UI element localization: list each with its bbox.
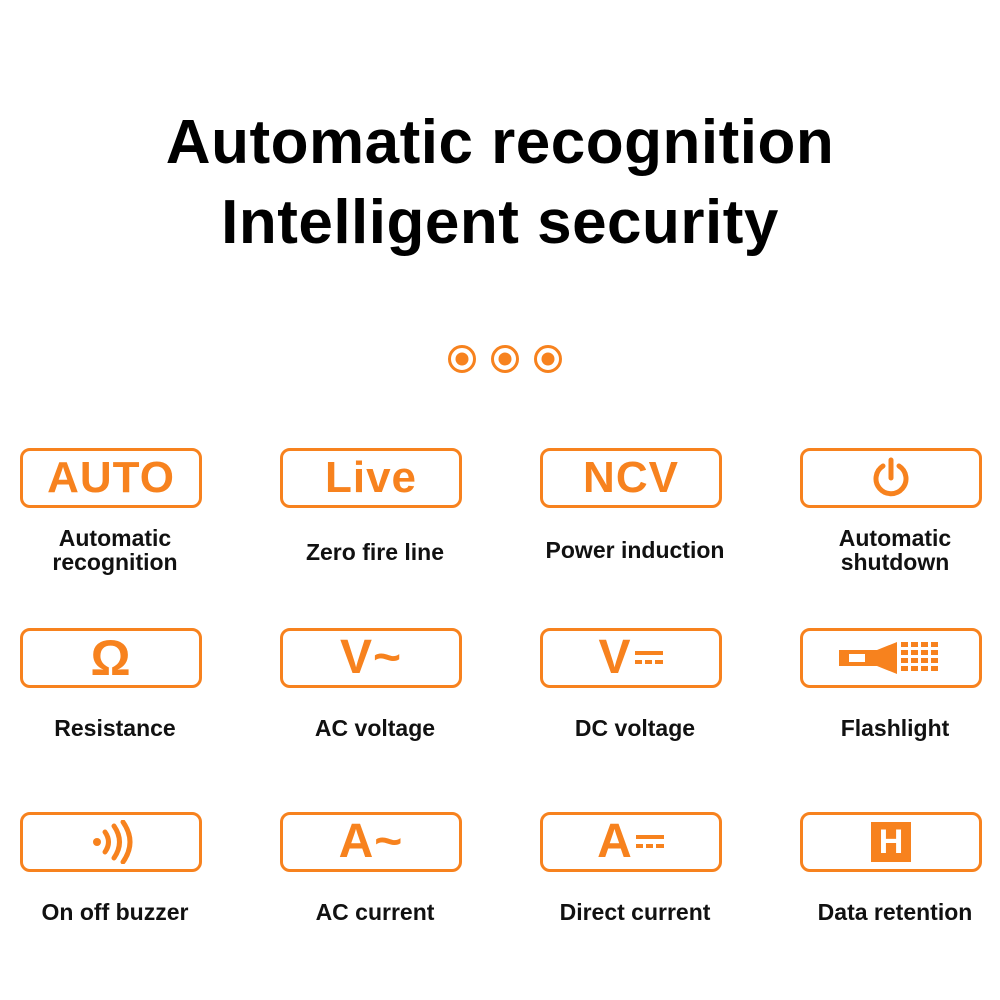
ac-voltage-icon: V~ xyxy=(280,628,462,688)
auto-text-icon: AUTO xyxy=(20,448,202,508)
feature-dc-voltage: V DC voltage xyxy=(520,628,750,788)
feature-data-retention: H Data retention xyxy=(780,812,1000,972)
hold-icon: H xyxy=(800,812,982,872)
feature-label-flashlight: Flashlight xyxy=(840,715,950,741)
feature-label-live: Zero fire line xyxy=(305,539,445,565)
circle-dot-icon xyxy=(534,345,562,373)
feature-label-shutdown: Automatic shutdown xyxy=(838,525,952,575)
feature-flashlight: Flashlight xyxy=(780,628,1000,788)
flashlight-icon xyxy=(800,628,982,688)
headline-line-1: Automatic recognition xyxy=(165,108,835,177)
feature-live: Live Zero fire line xyxy=(260,448,490,608)
live-text-icon: Live xyxy=(280,448,462,508)
dc-symbol-icon xyxy=(635,835,664,848)
ac-current-icon: A~ xyxy=(280,812,462,872)
circle-dot-icon xyxy=(448,345,476,373)
feature-label-data-retention: Data retention xyxy=(817,899,973,925)
power-icon xyxy=(800,448,982,508)
ncv-text-icon: NCV xyxy=(540,448,722,508)
feature-shutdown: Automatic shutdown xyxy=(780,448,1000,608)
dc-symbol-icon xyxy=(634,651,663,664)
feature-label-ac-voltage: AC voltage xyxy=(314,715,436,741)
feature-label-buzzer: On off buzzer xyxy=(41,899,189,925)
feature-resistance: Ω Resistance xyxy=(0,628,230,788)
dc-voltage-icon: V xyxy=(540,628,722,688)
feature-ac-voltage: V~ AC voltage xyxy=(260,628,490,788)
feature-buzzer: On off buzzer xyxy=(0,812,230,972)
buzzer-icon xyxy=(20,812,202,872)
feature-label-ncv: Power induction xyxy=(545,537,725,563)
decorative-dots xyxy=(447,344,567,376)
feature-dc-current: A Direct current xyxy=(520,812,750,972)
feature-label-auto: Automatic recognition xyxy=(52,525,178,575)
feature-ac-current: A~ AC current xyxy=(260,812,490,972)
dc-current-icon: A xyxy=(540,812,722,872)
feature-label-dc-current: Direct current xyxy=(559,899,711,925)
omega-icon: Ω xyxy=(20,628,202,688)
circle-dot-icon xyxy=(491,345,519,373)
headline-line-2: Intelligent security xyxy=(221,188,779,257)
feature-label-dc-voltage: DC voltage xyxy=(574,715,696,741)
feature-auto: AUTO Automatic recognition xyxy=(0,448,230,608)
feature-label-ac-current: AC current xyxy=(315,899,435,925)
feature-ncv: NCV Power induction xyxy=(520,448,750,608)
feature-label-resistance: Resistance xyxy=(54,715,176,741)
